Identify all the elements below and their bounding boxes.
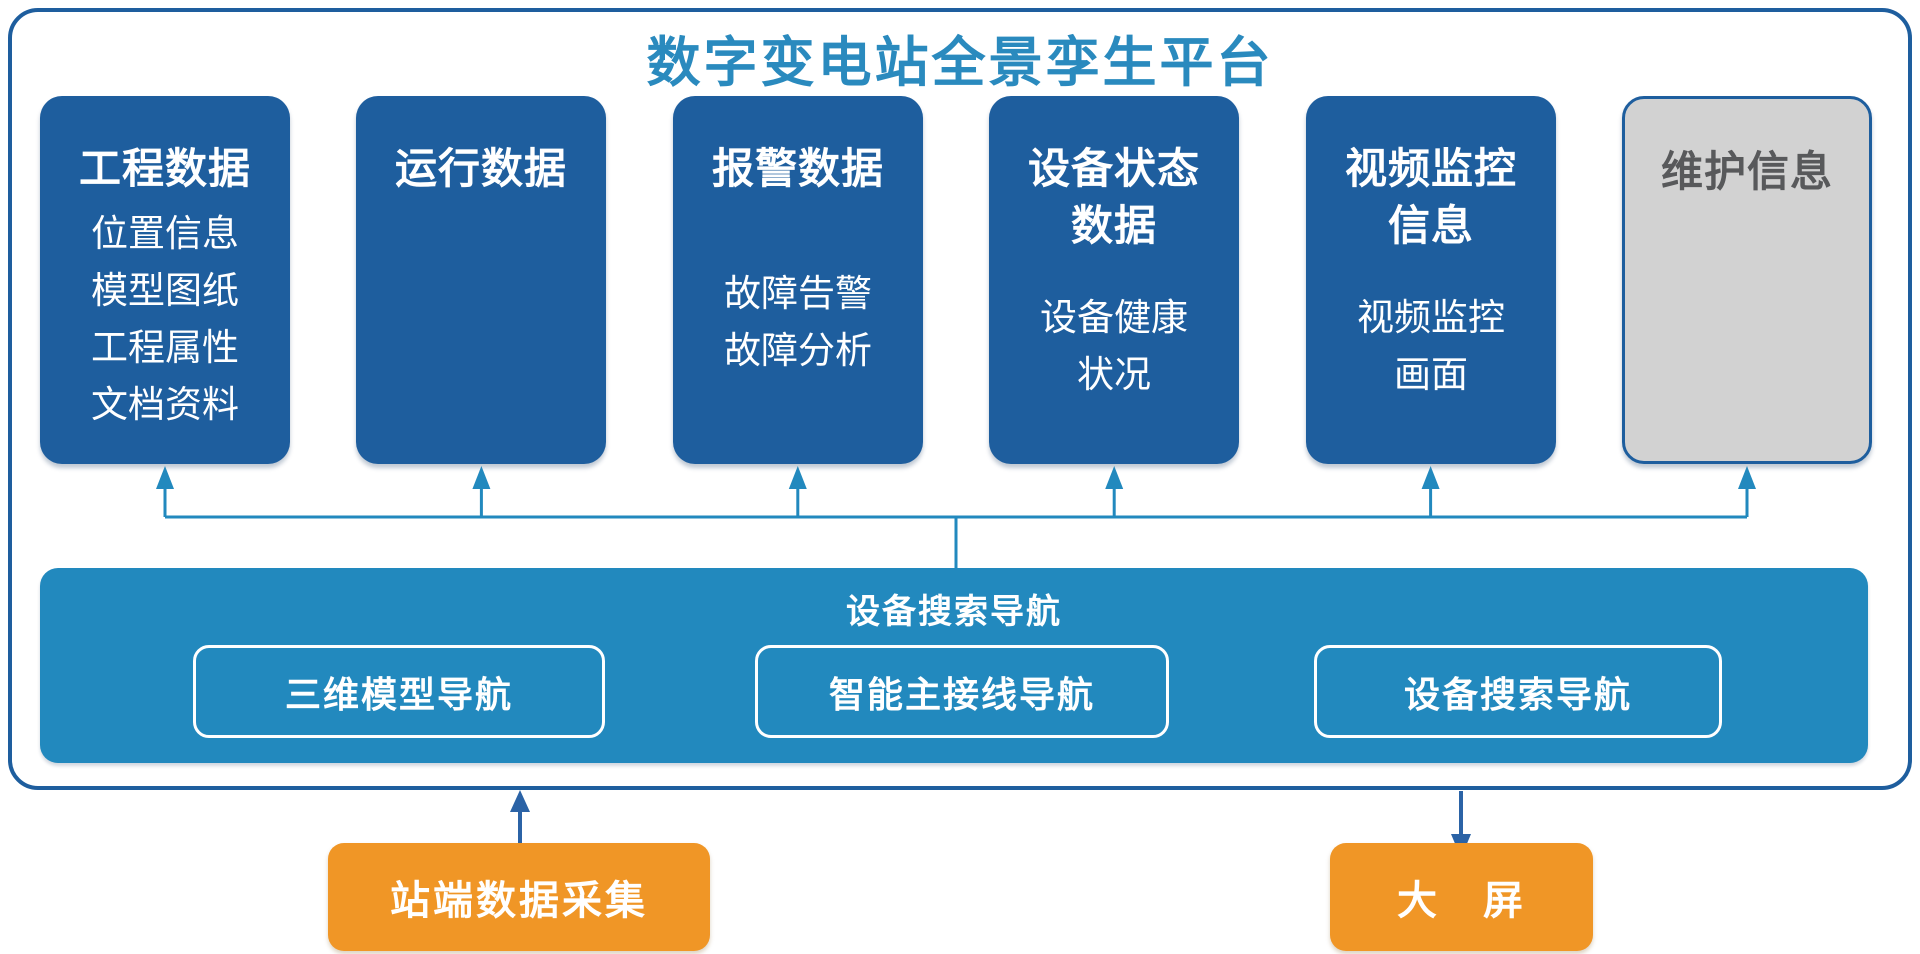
card-title: 设备状态数据 <box>1027 145 1200 249</box>
card-alarm-data: 报警数据故障告警故障分析 <box>673 96 923 464</box>
card-operation-data: 运行数据 <box>356 96 606 464</box>
card-title: 报警数据 <box>711 145 884 192</box>
card-items: 设备健康状况 <box>1040 297 1188 395</box>
card-title: 运行数据 <box>394 145 567 192</box>
card-device-status-data: 设备状态数据设备健康状况 <box>989 96 1239 464</box>
card-items: 位置信息模型图纸工程属性文档资料 <box>91 213 239 425</box>
nav-box-device-search-nav: 设备搜索导航 <box>1314 645 1722 738</box>
station-data-collection-box: 站端数据采集 <box>328 843 710 951</box>
card-maintenance-info: 维护信息 <box>1622 96 1872 464</box>
card-engineering-data: 工程数据位置信息模型图纸工程属性文档资料 <box>40 96 290 464</box>
big-screen-label: 大 屏 <box>1397 879 1526 923</box>
nav-bar: 设备搜索导航 三维模型导航 智能主接线导航 设备搜索导航 <box>40 568 1868 763</box>
nav-box-main-wiring-nav: 智能主接线导航 <box>755 645 1169 738</box>
nav-box-3d-model-nav: 三维模型导航 <box>193 645 605 738</box>
card-title: 工程数据 <box>78 145 251 192</box>
card-video-monitor-info: 视频监控信息视频监控画面 <box>1306 96 1556 464</box>
nav-bar-title: 设备搜索导航 <box>846 593 1062 631</box>
card-title: 维护信息 <box>1660 148 1833 195</box>
big-screen-box: 大 屏 <box>1330 843 1593 951</box>
card-title: 视频监控信息 <box>1344 145 1517 249</box>
station-upload-arrowhead-up <box>510 790 530 812</box>
station-data-collection-label: 站端数据采集 <box>390 879 648 923</box>
page-title: 数字变电站全景孪生平台 <box>646 33 1274 93</box>
card-items: 视频监控画面 <box>1357 297 1505 395</box>
card-items: 故障告警故障分析 <box>724 273 872 371</box>
